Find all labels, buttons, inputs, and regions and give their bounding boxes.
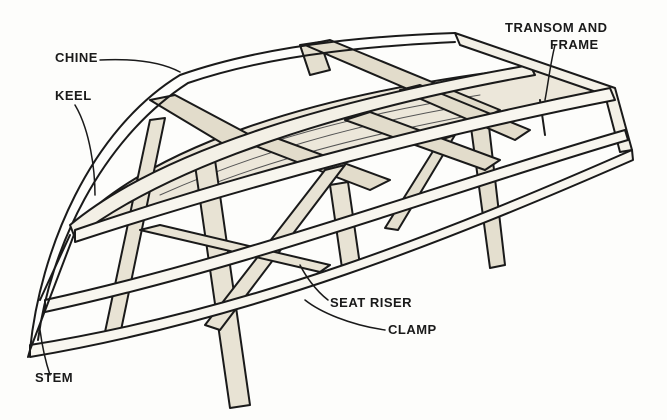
- keel: [69, 64, 536, 239]
- chine-rail: [29, 32, 456, 351]
- label-clamp: CLAMP: [388, 322, 437, 337]
- label-seat-riser: SEAT RISER: [330, 295, 413, 310]
- label-keel: KEEL: [55, 88, 92, 103]
- label-chine: CHINE: [55, 50, 98, 65]
- label-transom-line2: FRAME: [550, 37, 599, 52]
- clamp: [29, 149, 634, 358]
- label-stem: STEM: [35, 370, 74, 385]
- leader-lines: [39, 44, 556, 376]
- stem: [27, 231, 76, 358]
- transom: [454, 32, 633, 153]
- top-side-rail: [74, 87, 616, 243]
- seat-riser: [44, 129, 629, 313]
- label-transom-line1: TRANSOM AND: [505, 20, 608, 35]
